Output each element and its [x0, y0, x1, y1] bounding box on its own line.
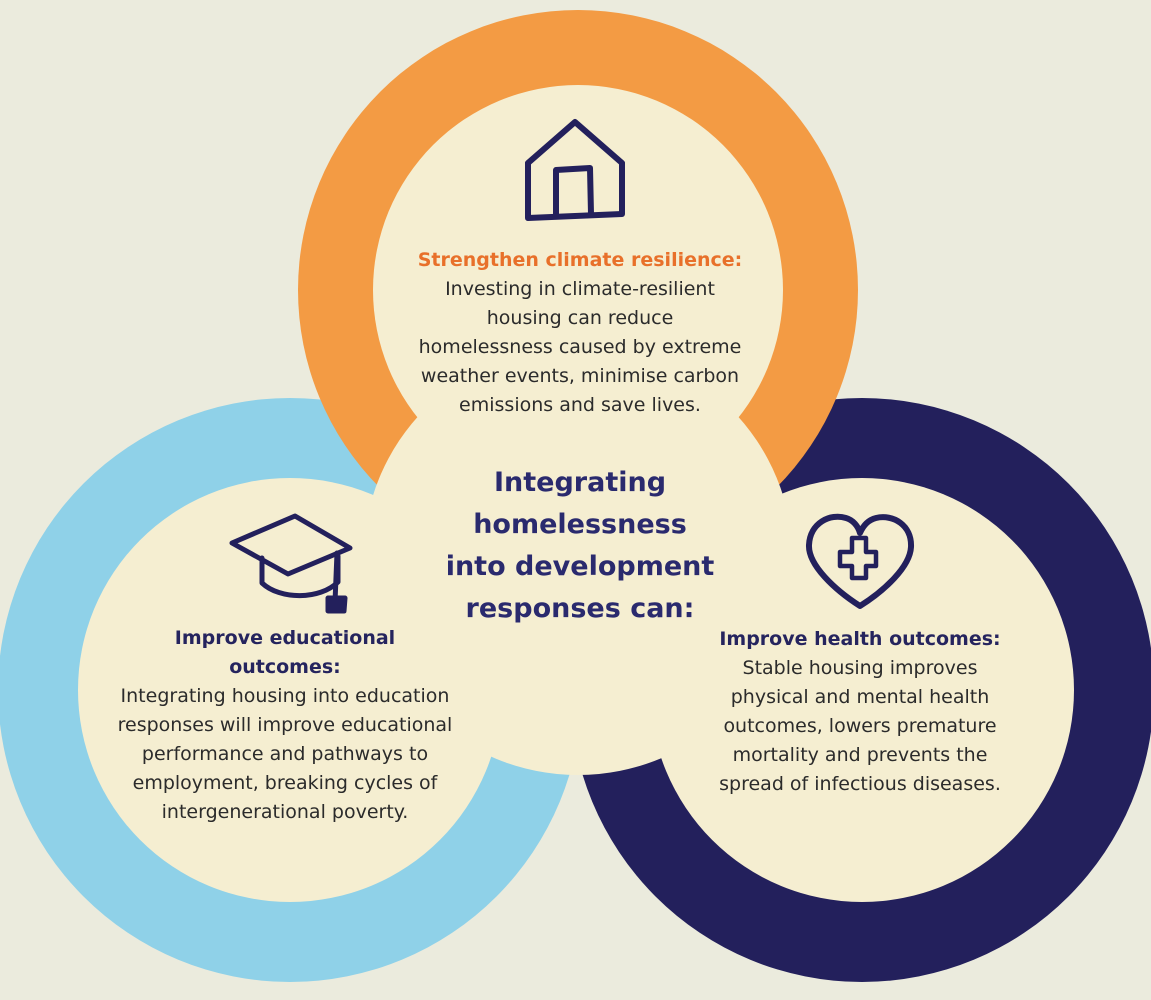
- education-text: Improve educational outcomes: Integratin…: [85, 624, 485, 827]
- climate-resilience-text: Strengthen climate resilience: Investing…: [385, 246, 775, 420]
- center-title-line: homelessness: [473, 509, 687, 540]
- education-line: intergenerational poverty.: [161, 801, 409, 823]
- center-inner: [363, 345, 793, 775]
- center-title-line: Integrating: [493, 467, 667, 498]
- health-line: mortality and prevents the: [732, 744, 988, 766]
- heart-cross-icon: [806, 513, 914, 609]
- health-line: physical and mental health: [730, 686, 990, 708]
- health-text: Improve health outcomes: Stable housing …: [690, 625, 1030, 799]
- education-line: performance and pathways to: [141, 743, 429, 765]
- center-title-line: responses can:: [465, 593, 695, 624]
- climate-line: emissions and save lives.: [459, 394, 701, 416]
- climate-line: homelessness caused by extreme: [418, 336, 742, 358]
- climate-line: Investing in climate-resilient: [445, 278, 715, 300]
- education-heading: Improve educational: [174, 627, 396, 649]
- climate-line: weather events, minimise carbon: [420, 365, 740, 387]
- health-heading: Improve health outcomes:: [719, 628, 1001, 650]
- education-heading: outcomes:: [229, 656, 341, 678]
- house-icon: [525, 119, 625, 221]
- center-title: Integrating homelessness into developmen…: [420, 462, 740, 630]
- education-line: Integrating housing into education: [120, 685, 450, 707]
- climate-line: housing can reduce: [486, 307, 674, 329]
- graduation-cap-icon: [229, 513, 353, 614]
- education-line: responses will improve educational: [117, 714, 453, 736]
- center-title-line: into development: [445, 551, 715, 582]
- climate-resilience-heading: Strengthen climate resilience:: [417, 249, 743, 271]
- education-line: employment, breaking cycles of: [132, 772, 438, 794]
- health-line: Stable housing improves: [742, 657, 978, 679]
- health-line: outcomes, lowers premature: [723, 715, 997, 737]
- health-line: spread of infectious diseases.: [719, 773, 1001, 795]
